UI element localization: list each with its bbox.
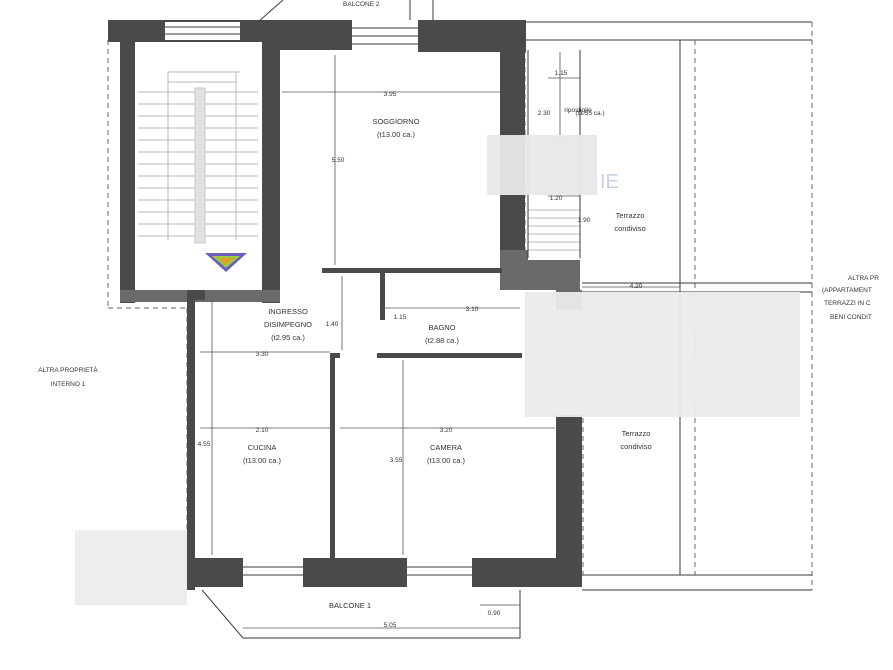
room-labels: BALCONE 2 SOGGIORNO (t13.00 ca.) INGRESS… <box>38 1 879 610</box>
watermark-text: IE <box>600 171 619 193</box>
label-balcone-1: BALCONE 1 <box>329 601 371 610</box>
dim-395: 3.95 <box>384 91 397 98</box>
label-disimpegno: DISIMPEGNO <box>264 320 312 329</box>
stair-steps <box>138 71 258 244</box>
dim-ripostiglio-area: (t1.55 ca.) <box>575 110 604 117</box>
stair-direction-arrow <box>205 253 247 272</box>
dim-550: 5.50 <box>332 157 345 164</box>
interior-walls <box>322 268 522 558</box>
exterior-walls <box>187 20 582 590</box>
label-camera-area: (t13.00 ca.) <box>427 456 465 465</box>
label-balcone-2: BALCONE 2 <box>343 1 380 8</box>
dim-ripostiglio: ripostiglio <box>564 107 592 114</box>
dim-330: 3.30 <box>256 351 269 358</box>
dim-355: 3.55 <box>390 457 403 464</box>
dim-310: 3.10 <box>466 306 479 313</box>
label-ingresso: INGRESSO <box>268 307 308 316</box>
label-soggiorno: SOGGIORNO <box>372 117 419 126</box>
label-cucina-area: (t13.00 ca.) <box>243 456 281 465</box>
label-terrazzo-1: Terrazzo <box>616 211 645 220</box>
terrace-outline <box>525 21 813 591</box>
dim-115b: 1.15 <box>394 314 407 321</box>
label-condiviso-2: condiviso <box>620 442 651 451</box>
stairwell <box>108 20 280 303</box>
label-condiviso-1: condiviso <box>614 224 645 233</box>
label-terrazzo-2: Terrazzo <box>622 429 651 438</box>
label-altra-proprieta: ALTRA PROPRIETÀ <box>38 365 98 374</box>
label-right-3: TERRAZZI IN C <box>824 300 871 307</box>
dim-140: 1.40 <box>326 321 339 328</box>
label-right-4: BENI CONDIT <box>830 314 872 321</box>
dim-190: 1.90 <box>578 217 591 224</box>
dim-090: 0.90 <box>488 610 501 617</box>
dimension-labels: 3.95 5.50 1.15 2.30 1.20 1.90 ripostigli… <box>198 70 643 629</box>
label-cucina: CUCINA <box>248 443 277 452</box>
dim-455: 4.55 <box>198 441 211 448</box>
dim-320: 3.20 <box>440 427 453 434</box>
dim-120: 1.20 <box>550 195 563 202</box>
label-interno-1: INTERNO 1 <box>51 381 86 388</box>
dimension-lines <box>200 52 680 629</box>
dim-115: 1.15 <box>555 70 568 77</box>
dim-420: 4.20 <box>630 283 643 290</box>
redaction-blocks <box>75 135 800 605</box>
label-bagno-area: (t2.88 ca.) <box>425 336 459 345</box>
property-lines <box>107 40 526 590</box>
label-right-1: ALTRA PR <box>848 275 879 282</box>
label-bagno: BAGNO <box>428 323 455 332</box>
label-disimpegno-area: (t2.95 ca.) <box>271 333 305 342</box>
label-right-2: (APPARTAMENT <box>822 287 872 294</box>
label-soggiorno-area: (t13.00 ca.) <box>377 130 415 139</box>
label-camera: CAMERA <box>430 443 462 452</box>
dim-210: 2.10 <box>256 427 269 434</box>
dim-505: 5.05 <box>384 622 397 629</box>
balcony-outlines <box>201 0 521 639</box>
dim-230: 2.30 <box>538 110 551 117</box>
